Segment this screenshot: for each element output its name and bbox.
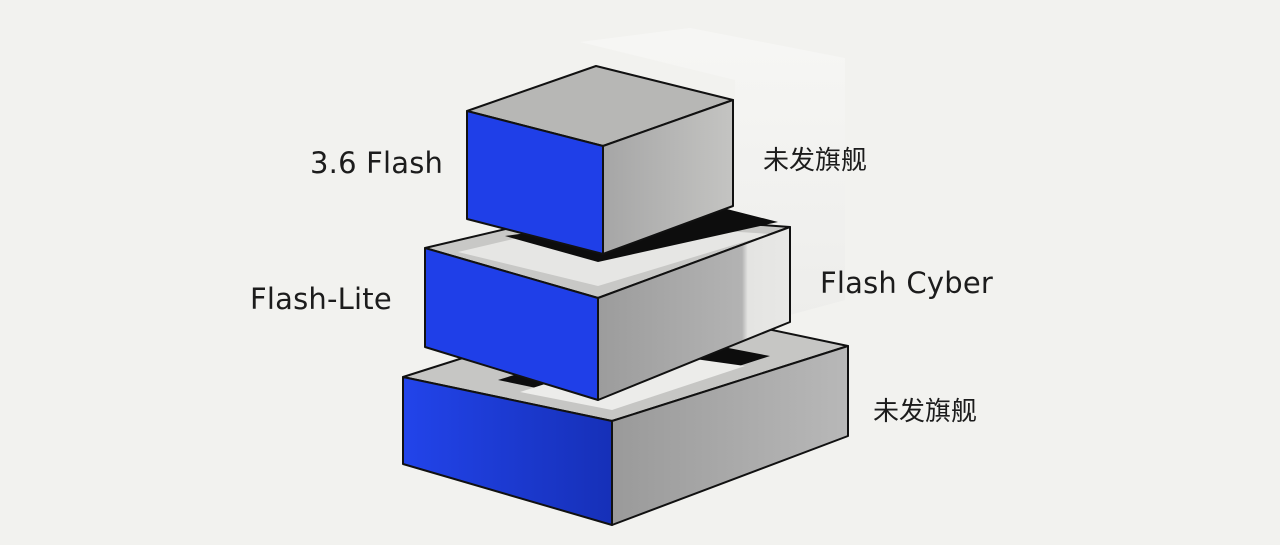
label-top-left: 3.6 Flash (310, 146, 444, 180)
label-middle-right: Flash Cyber (820, 266, 993, 300)
label-bottom-right: 未发旗舰 (873, 397, 978, 427)
label-middle-left: Flash-Lite (250, 282, 392, 316)
label-top-right: 未发旗舰 (763, 146, 868, 176)
top-block (466, 65, 734, 255)
